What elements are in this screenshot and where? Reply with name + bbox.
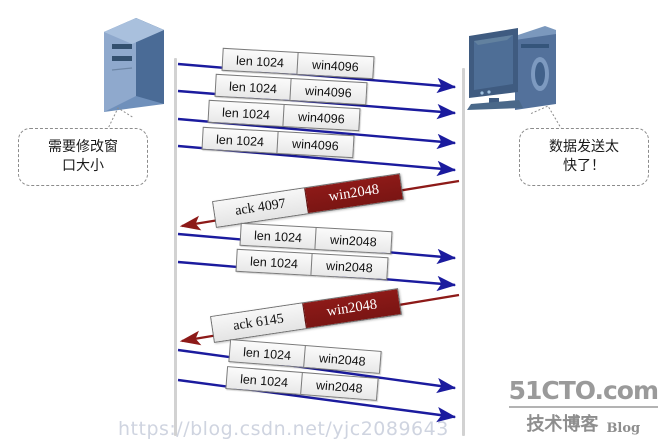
left-callout-line2: 口大小 — [62, 158, 104, 174]
segment-win: win2048 — [310, 253, 388, 280]
segment-len: len 1024 — [235, 53, 285, 70]
desktop-computer-icon — [467, 26, 556, 110]
left-timeline — [174, 58, 177, 436]
data-arrow — [177, 378, 457, 423]
segment-len: len 1024 — [221, 105, 271, 122]
segment-len: len 1024 — [242, 344, 292, 363]
segment-win: win4096 — [296, 52, 374, 79]
segment-win: win4096 — [276, 131, 354, 158]
left-callout-line1: 需要修改窗 — [48, 139, 118, 156]
server-tower-icon — [104, 18, 164, 112]
right-callout: 数据发送太 快了！ — [519, 128, 649, 186]
url-watermark: https://blog.csdn.net/yjc2089643 — [118, 418, 449, 440]
segment-len: len 1024 — [249, 254, 299, 271]
segment-win: win2048 — [303, 345, 381, 373]
segment-len: len 1024 — [253, 228, 303, 245]
right-callout-line1: 数据发送太 — [549, 139, 619, 156]
site-watermark: 51CTO.com 技术博客 Blog — [508, 376, 659, 436]
right-timeline — [462, 68, 465, 436]
watermark-blog: Blog — [606, 421, 641, 436]
segment-len: len 1024 — [239, 371, 289, 390]
segment-win: win4096 — [289, 78, 367, 105]
watermark-brand: 51CTO.com — [508, 376, 659, 408]
left-callout-text: 需要修改窗 口大小 — [48, 138, 118, 176]
watermark-cn: 技术博客 — [526, 414, 599, 435]
segment-win: win4096 — [282, 104, 360, 131]
segment-win: win2048 — [314, 227, 392, 254]
right-callout-text: 数据发送太 快了！ — [549, 138, 619, 176]
right-callout-line2: 快了！ — [563, 158, 605, 174]
segment-len: len 1024 — [215, 132, 265, 149]
segment-win: win2048 — [300, 372, 378, 400]
segment-len: len 1024 — [228, 79, 278, 96]
left-callout: 需要修改窗 口大小 — [18, 128, 148, 186]
